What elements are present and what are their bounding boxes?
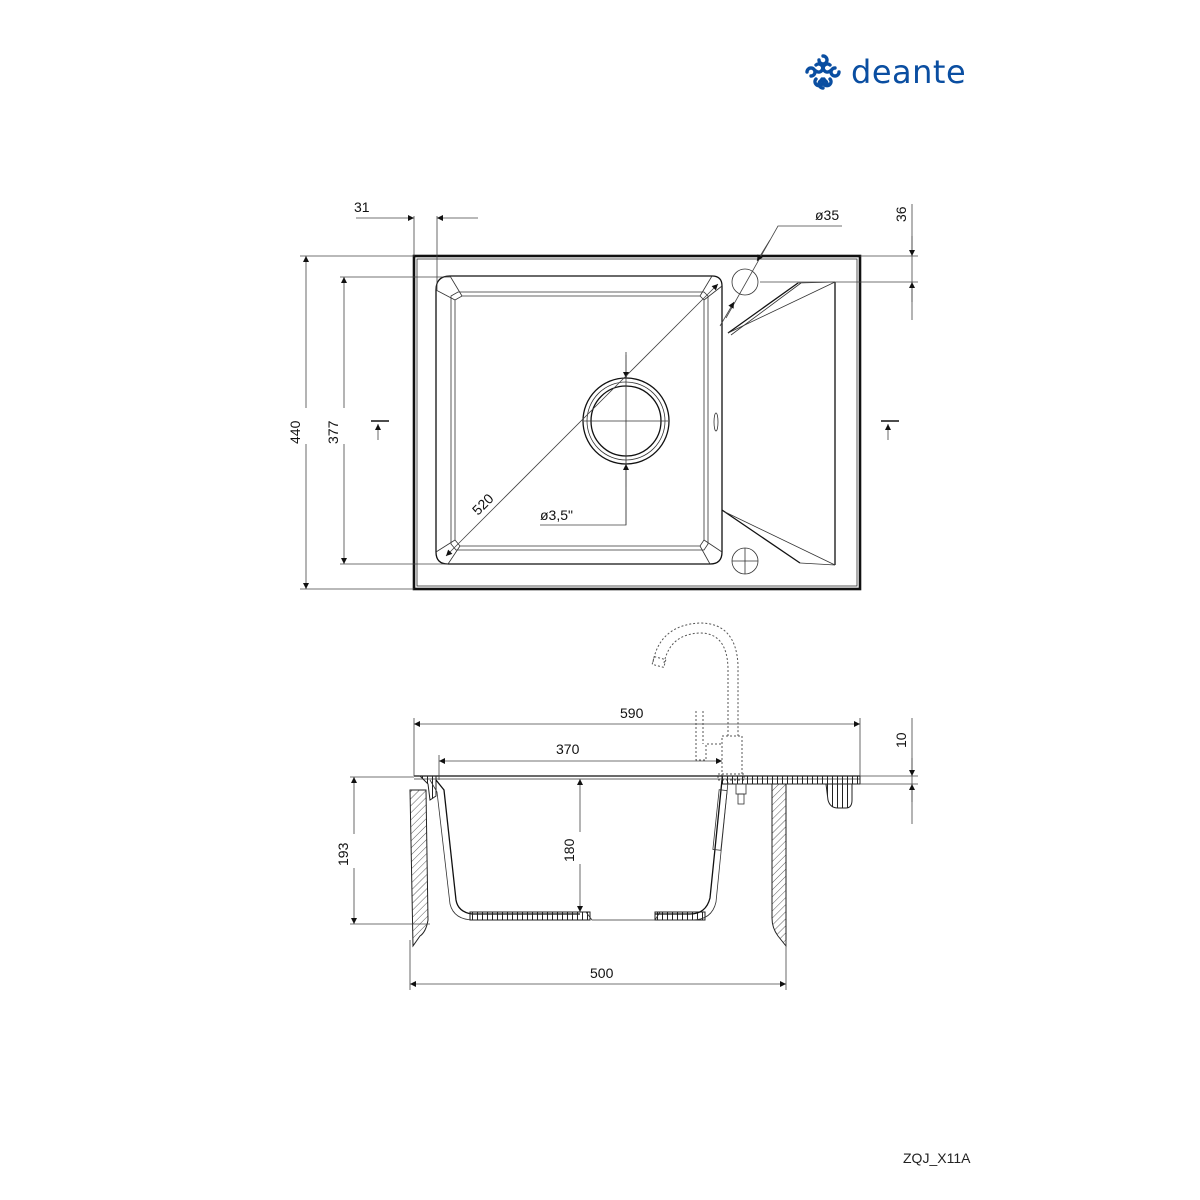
top-view: ø3,5" 520 31 ø35 36 440 3 [287,199,918,591]
drainer-lip [825,783,853,809]
bowl-height-label: 180 [561,838,577,862]
sink-outline [412,254,862,591]
overflow-slot [713,412,719,432]
bowl-outline [435,275,723,565]
overall-height-label: 193 [335,842,351,866]
rim-width-label: 31 [354,199,370,215]
model-code: ZQJ_X11A [903,1150,971,1166]
overall-depth-label: 440 [287,420,303,444]
overall-width-label: 590 [620,705,644,721]
faucet-outline [651,622,745,781]
cabinet-wall-right [771,783,787,948]
side-view: 590 370 10 193 180 500 [335,622,918,990]
rim-thickness-label: 10 [893,732,909,748]
tap-hole-diameter-label: ø35 [815,207,839,223]
brand-name: deante [851,53,967,91]
tap-offset-label: 36 [893,206,909,222]
drain-diameter-label: ø3,5" [540,507,573,523]
brand-logo: deante [803,52,966,92]
bowl-width-label: 370 [556,741,580,757]
bowl-diagonal-label: 520 [469,490,497,518]
section-marker-right [881,420,899,440]
deante-swirl-icon [805,54,841,90]
bowl-depth-label: 377 [325,420,341,444]
tap-hole [731,268,759,296]
cabinet-width-label: 500 [590,965,614,981]
section-marker-left [371,420,389,440]
cabinet-wall-left [409,789,429,948]
